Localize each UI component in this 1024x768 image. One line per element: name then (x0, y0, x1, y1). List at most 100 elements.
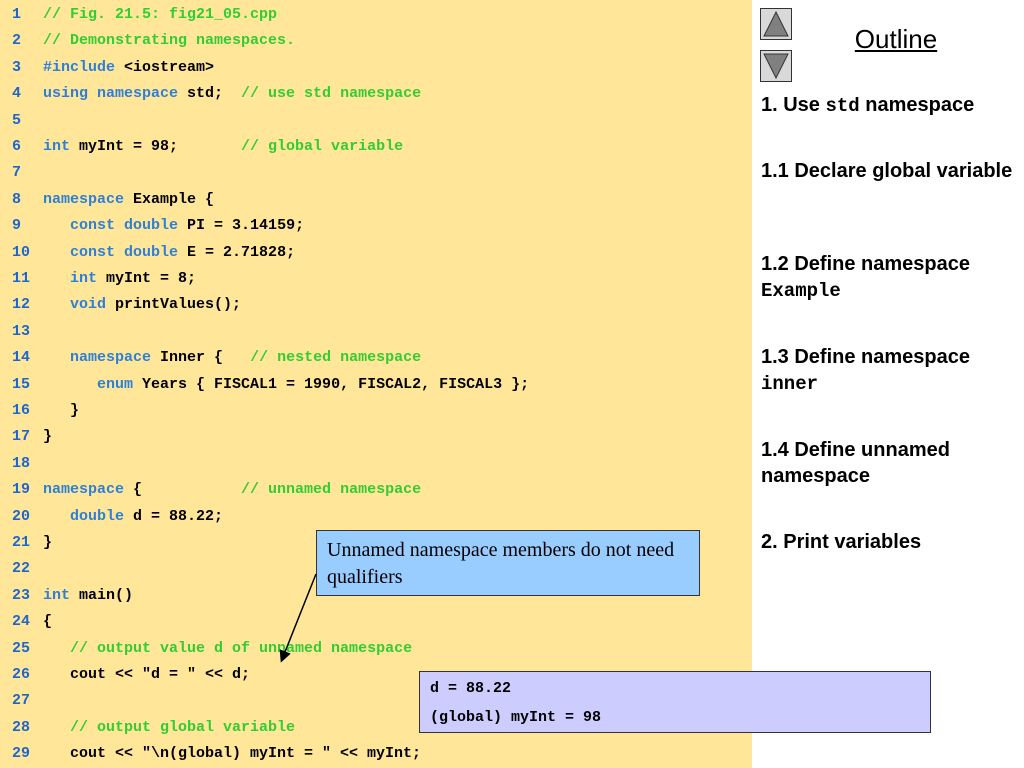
code-token: Inner { (151, 349, 251, 367)
line-number: 24 (12, 613, 31, 631)
code-comment: // output global variable (70, 718, 296, 736)
code-line: 18 (0, 451, 752, 477)
line-number: 29 (12, 745, 31, 763)
line-number: 5 (12, 111, 22, 129)
code-token: Years { FISCAL1 = 1990, FISCAL2, FISCAL3… (133, 375, 530, 393)
outline-item-text: 1. Use (761, 94, 826, 116)
code-token: printValues(); (106, 296, 242, 314)
code-text: // output global variable (43, 715, 295, 741)
code-keyword: void (70, 296, 107, 314)
code-text: int myInt = 98; // global variable (43, 134, 403, 160)
code-line: 15 enum Years { FISCAL1 = 1990, FISCAL2,… (0, 372, 752, 398)
code-line: 26 cout << "d = " << d; (0, 662, 752, 688)
code-line: 16 } (0, 398, 752, 424)
triangle-down-icon (763, 53, 789, 80)
code-token (43, 296, 70, 313)
code-token: myInt = 98; (70, 138, 242, 155)
line-number: 7 (12, 164, 22, 182)
line-number: 8 (12, 190, 22, 208)
code-token: { (124, 481, 242, 499)
outline-code-term: std (825, 95, 860, 117)
outline-item[interactable]: 1.1 Declare global variable (761, 158, 1019, 184)
code-line: 6 int myInt = 98; // global variable (0, 134, 752, 160)
code-token: <iostream> (115, 58, 215, 76)
code-token: std; (178, 85, 242, 103)
code-keyword: #include (43, 58, 116, 76)
next-slide-button[interactable] (760, 50, 792, 82)
line-number: 17 (12, 428, 31, 446)
outline-item-text: 1.1 Declare global variable (761, 160, 1013, 182)
code-text: namespace Inner { // nested namespace (43, 345, 421, 371)
code-text: namespace { // unnamed namespace (43, 477, 421, 503)
code-token: Example { (124, 190, 215, 208)
code-text: namespace Example { (43, 187, 214, 213)
code-keyword: double (70, 507, 125, 525)
line-number: 28 (12, 718, 31, 736)
code-line: 10 const double E = 2.71828; (0, 240, 752, 266)
outline-item-text: 2. Print variables (761, 531, 922, 553)
outline-item[interactable]: 1. Use std namespace (761, 92, 1019, 119)
outline-item[interactable]: 1.4 Define unnamed namespace (761, 437, 1019, 489)
code-line: 1// Fig. 21.5: fig21_05.cpp (0, 2, 752, 28)
previous-slide-button[interactable] (760, 8, 792, 40)
line-number: 6 (12, 138, 22, 155)
line-number: 20 (12, 507, 31, 525)
line-number: 27 (12, 692, 31, 710)
line-number: 26 (12, 666, 31, 683)
program-output: d = 88.22(global) myInt = 98 (419, 671, 931, 733)
code-token (43, 244, 70, 261)
code-comment: // global variable (241, 138, 404, 155)
outline-item-text: 1.3 Define namespace (761, 346, 970, 368)
code-keyword: int (43, 138, 71, 155)
code-keyword: using namespace (43, 85, 179, 103)
code-line: 25 // output value d of unnamed namespac… (0, 636, 752, 662)
code-comment: // output value d of unnamed namespace (70, 639, 413, 657)
code-text: const double PI = 3.14159; (43, 213, 304, 239)
code-line: 2// Demonstrating namespaces. (0, 28, 752, 54)
line-number: 18 (12, 454, 31, 472)
code-line: 5 (0, 108, 752, 134)
line-number: 14 (12, 349, 31, 367)
line-number: 11 (12, 270, 31, 287)
line-number: 2 (12, 32, 22, 50)
code-keyword: int (43, 586, 71, 604)
line-number: 19 (12, 481, 31, 499)
code-line: 20 double d = 88.22; (0, 504, 752, 530)
code-token (43, 349, 70, 366)
code-text: // Fig. 21.5: fig21_05.cpp (43, 2, 277, 28)
code-text: const double E = 2.71828; (43, 240, 295, 266)
code-line: 12 void printValues(); (0, 292, 752, 318)
code-text: #include <iostream> (43, 55, 214, 81)
code-token (43, 719, 70, 736)
code-line: 21} (0, 530, 752, 556)
line-number: 3 (12, 58, 22, 76)
code-text: int myInt = 8; (43, 266, 196, 292)
outline-code-term: inner (761, 373, 819, 395)
outline-title[interactable]: Outline (854, 24, 938, 54)
code-token: E = 2.71828; (178, 243, 296, 261)
code-line: 24{ (0, 609, 752, 635)
outline-item[interactable]: 2. Print variables (761, 529, 1019, 555)
outline-panel: Outline 1. Use std namespace 1.1 Declare … (752, 0, 1024, 768)
code-line: 19 namespace { // unnamed namespace (0, 477, 752, 503)
line-number: 22 (12, 560, 31, 578)
code-token: } (43, 534, 53, 551)
code-token: } (43, 428, 53, 446)
outline-item[interactable]: 1.3 Define namespace inner (761, 344, 1019, 397)
code-token: cout << "d = " << d; (43, 666, 251, 683)
callout-note: Unnamed namespace members do not need qu… (316, 530, 700, 596)
line-number: 21 (12, 534, 31, 551)
code-keyword: namespace (43, 190, 125, 208)
line-number: 10 (12, 243, 31, 261)
outline-item[interactable]: 1.2 Define namespace Example (761, 251, 1019, 304)
code-text: } (43, 398, 79, 424)
line-number: 23 (12, 586, 31, 604)
line-number: 9 (12, 217, 22, 235)
code-comment: // use std namespace (241, 85, 422, 103)
code-line: 28 // output global variable (0, 715, 752, 741)
outline-code-term: Example (761, 280, 841, 302)
code-keyword: enum (97, 375, 134, 393)
code-text: enum Years { FISCAL1 = 1990, FISCAL2, FI… (43, 372, 529, 398)
